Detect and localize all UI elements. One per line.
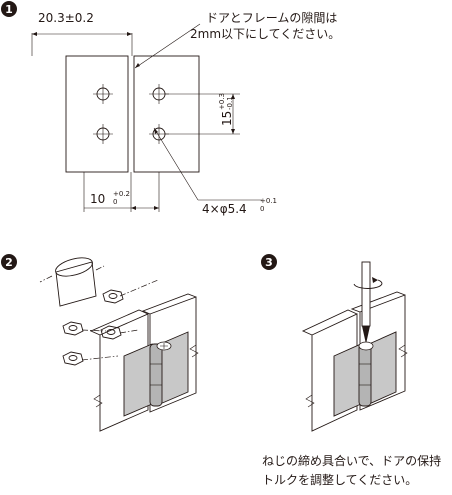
panel-break-left [93,394,103,408]
rotation-arrowhead [372,277,378,283]
door-panel-left [99,313,149,432]
dim-vertical-tol-upper: +0.3 [218,93,226,110]
dim-offset-value: 10 [90,192,105,206]
nut-1-body [102,289,124,304]
hinge-plate-left [65,55,129,173]
step1-marker-number: 1 [5,3,13,16]
cylinder-axis [39,265,105,283]
nut-1 [102,289,124,304]
rotation-arrow-icon [353,277,383,289]
gap-note-leader [134,23,201,69]
mounting-holes [93,84,169,144]
step3-marker [261,254,277,270]
assembly-axes [81,279,159,361]
screwdriver-shaft [361,261,371,327]
screw3-head [358,341,374,351]
nut-1-hole [108,293,118,299]
nut-4-body [62,351,84,366]
screwdriver-tip [362,326,370,344]
door3-panel-left-top [301,309,358,336]
hex-nuts [62,289,124,366]
hole-spec-leader [153,127,199,201]
gap-note-arrow [135,63,140,68]
cylinder-part [39,257,105,307]
door-panel-left-top [89,309,149,336]
hinge-leaf-left [123,343,153,417]
step2-marker [1,254,17,270]
cylinder-body [55,261,97,307]
hinge3-knuckle [358,343,372,407]
hinge-step3 [333,331,397,417]
panel3-break-left [305,394,315,408]
door-frame-panels-step3 [301,291,408,432]
hinge-plate-right [133,55,200,173]
screw-head-slot [160,343,168,349]
adjust-caption-line2: トルクを調整してください。 [262,472,417,487]
step2-panel: 2 [1,254,199,432]
panel3-break-right [398,344,408,358]
screwdriver-icon [358,261,374,351]
hole-centerlines [93,84,169,144]
door3-panel-right-top [350,291,406,313]
dim-vertical-label-group: 15 +0.3 -0.1 [218,93,234,126]
hinge3-leaf-right [368,331,397,405]
hole-spec-label: 4×φ5.4 [202,202,247,216]
cylinder-top [55,257,93,277]
hole-tol-lower: 0 [260,205,264,213]
hinge-step2 [123,331,189,417]
dim-width-label: 20.3±0.2 [38,11,94,25]
nut-2-hole [68,325,78,331]
step3-marker-number: 3 [265,256,273,269]
dim-offset-tol-lower: 0 [113,198,117,206]
dim-offset-tol-upper: +0.2 [113,190,130,198]
door-panel-right-top [141,293,197,315]
gap-note-line1: ドアとフレームの隙間は [206,11,337,25]
nut-4-hole [68,355,78,361]
adjust-caption-line1: ねじの締め具合いで、ドアの保持 [262,453,441,468]
panel-break-right [189,344,199,358]
dim-vertical-value: 15 [220,111,234,126]
door-frame-panels [89,293,199,432]
step1-marker [1,1,17,17]
door3-panel-left [311,313,358,432]
nut-3-hole [106,329,116,335]
dim-vertical-tol-lower: -0.1 [226,96,234,110]
nut-2-body [62,321,84,336]
hinge3-leaf-left [333,343,362,417]
nut-3 [100,325,122,340]
step3-panel: 3 ねじの締め具合いで、ドア [261,254,441,487]
hinge-knuckle [149,343,163,407]
rotation-arc [353,279,383,289]
step2-marker-number: 2 [5,256,13,269]
nut-3-body [100,325,122,340]
hole-tol-upper: +0.1 [260,197,277,205]
step1-panel: 1 20.3±0.2 ドアとフレームの隙間は 2mm以下にしてください。 15 [1,1,340,216]
nut-2 [62,321,84,336]
gap-note-line2: 2mm以下にしてください。 [190,27,340,41]
nut-4 [62,351,84,366]
hole-spec-arrow [154,128,158,134]
